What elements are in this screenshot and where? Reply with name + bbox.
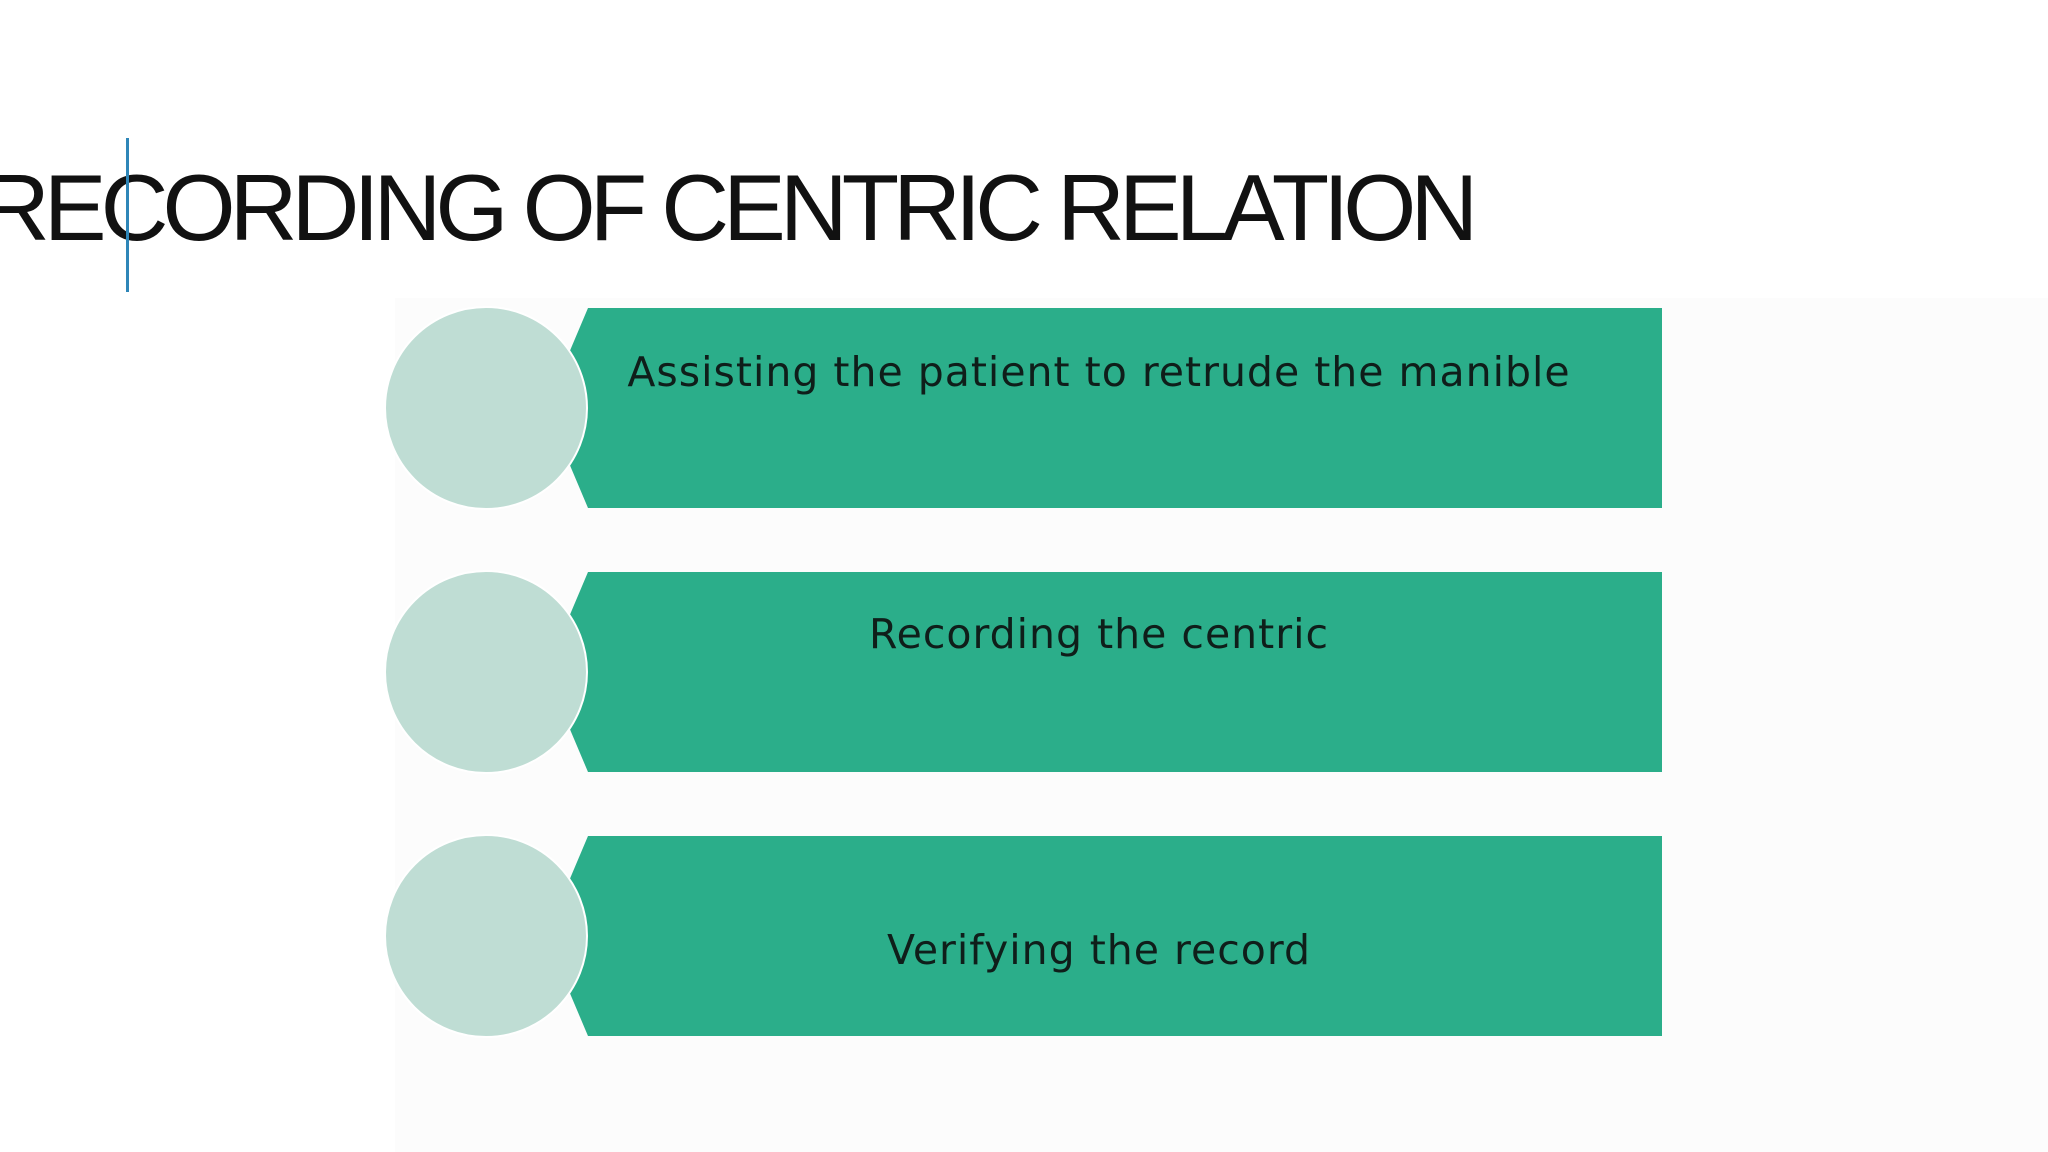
process-step-2: Recording the centric xyxy=(384,570,1662,774)
step-banner xyxy=(558,572,1662,772)
step-label: Recording the centric xyxy=(868,610,1330,658)
step-circle xyxy=(384,834,588,1038)
step-label: Verifying the record xyxy=(886,926,1312,974)
step-banner xyxy=(558,308,1662,508)
step-label: Assisting the patient to retrude the man… xyxy=(627,348,1571,396)
step-circle xyxy=(384,306,588,510)
process-step-3: Verifying the record xyxy=(384,834,1662,1038)
step-banner xyxy=(558,836,1662,1036)
slide-title: RECORDING OF CENTRIC RELATION xyxy=(0,155,1478,260)
text-cursor-accent-line xyxy=(126,138,129,292)
step-circle xyxy=(384,570,588,774)
process-step-1: Assisting the patient to retrude the man… xyxy=(384,306,1662,510)
